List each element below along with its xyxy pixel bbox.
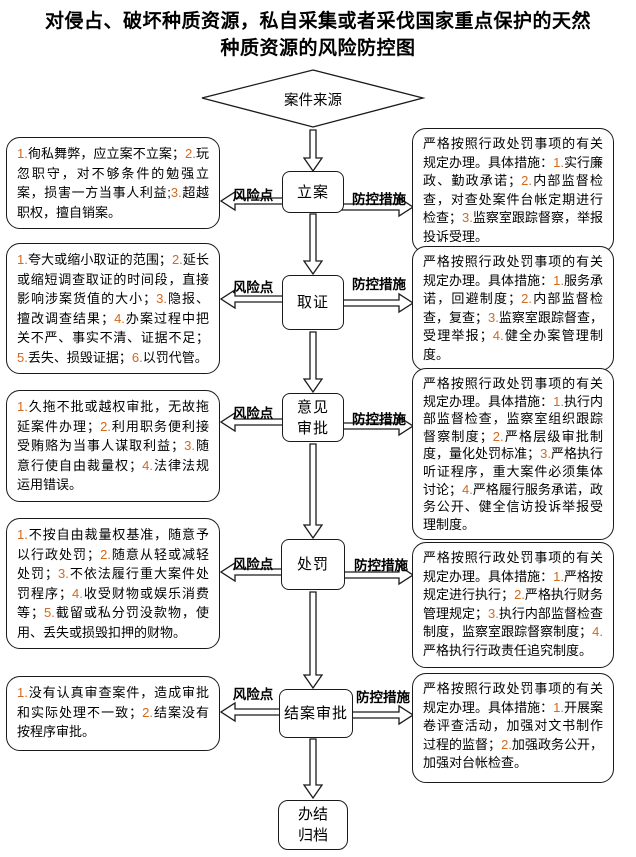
risk-box-punishment: 1.不按自由裁量权基准，随意予以行政处罚；2.随意从轻或减轻处罚；3.不依法履行… xyxy=(6,518,220,649)
step-box-closing-approval: 结案审批 xyxy=(279,689,353,738)
measure-label: 防控措施 xyxy=(352,277,406,292)
down-arrow xyxy=(302,129,324,173)
down-arrow xyxy=(302,213,324,276)
risk-arrow xyxy=(219,701,281,723)
measure-label: 防控措施 xyxy=(352,412,406,427)
step-box-punishment: 处罚 xyxy=(281,539,345,590)
risk-arrow xyxy=(219,411,284,433)
risk-arrow xyxy=(219,561,284,583)
risk-box-filing: 1.徇私舞弊，应立案不立案；2.玩忽职守，对不够条件的勉强立案，损害一方当事人利… xyxy=(6,137,220,229)
risk-box-closing-approval: 1.没有认真审查案件，造成审批和实际处理不一致；2.结案没有按程序审批。 xyxy=(6,676,220,751)
risk-label: 风险点 xyxy=(232,557,274,572)
measure-box-evidence: 严格按照行政处罚事项的有关规定办理。具体措施：1.服务承诺，回避制度；2.内部监… xyxy=(412,246,614,371)
risk-box-opinion-approval: 1.久拖不批或越权审批，无故拖延案件办理；2.利用职务便利接受贿赂为当事人谋取利… xyxy=(6,390,220,502)
risk-label: 风险点 xyxy=(232,687,274,702)
risk-label: 风险点 xyxy=(232,406,274,421)
page-title: 对侵占、破坏种质资源，私自采集或者采伐国家重点保护的天然种质资源的风险防控图 xyxy=(44,11,591,59)
measure-box-filing: 严格按照行政处罚事项的有关规定办理。具体措施：1.实行廉政、勤政承诺；2.内部监… xyxy=(412,128,614,253)
measure-box-closing-approval: 严格按照行政处罚事项的有关规定办理。具体措施：1.开展案卷评查活动，加强对文书制… xyxy=(412,673,614,783)
risk-arrow xyxy=(219,288,284,310)
down-arrow xyxy=(302,443,324,540)
risk-box-evidence: 1.夸大或缩小取证的范围；2.延长或缩短调查取证的时间段，直接影响涉案货值的大小… xyxy=(6,243,220,374)
down-arrow xyxy=(302,738,324,800)
down-arrow xyxy=(302,591,324,690)
step-box-evidence: 取证 xyxy=(282,275,344,330)
step-box-filing: 立案 xyxy=(282,171,344,213)
measure-arrow xyxy=(341,292,415,314)
step-box-opinion-approval: 意见 审批 xyxy=(282,393,344,442)
measure-box-opinion-approval: 严格按照行政处罚事项的有关规定办理。具体措施：1.执行内部监督检查，监察室组织跟… xyxy=(412,368,614,541)
measure-arrow xyxy=(341,564,415,586)
measure-arrow xyxy=(350,704,415,726)
case-source-diamond xyxy=(201,69,426,128)
measure-label: 防控措施 xyxy=(354,558,408,573)
risk-arrow xyxy=(219,190,284,212)
case-source-label: 案件来源 xyxy=(284,93,342,109)
measure-label: 防控措施 xyxy=(352,192,406,207)
end-box-archive: 办结 归档 xyxy=(278,800,348,850)
risk-label: 风险点 xyxy=(232,188,274,203)
down-arrow xyxy=(302,331,324,394)
measure-arrow xyxy=(341,415,415,437)
measure-arrow xyxy=(341,196,415,218)
measure-box-punishment: 严格按照行政处罚事项的有关规定办理。具体措施：1.严格按规定进行执行；2.严格执… xyxy=(412,542,614,668)
measure-label: 防控措施 xyxy=(356,690,410,705)
risk-label: 风险点 xyxy=(232,280,274,295)
